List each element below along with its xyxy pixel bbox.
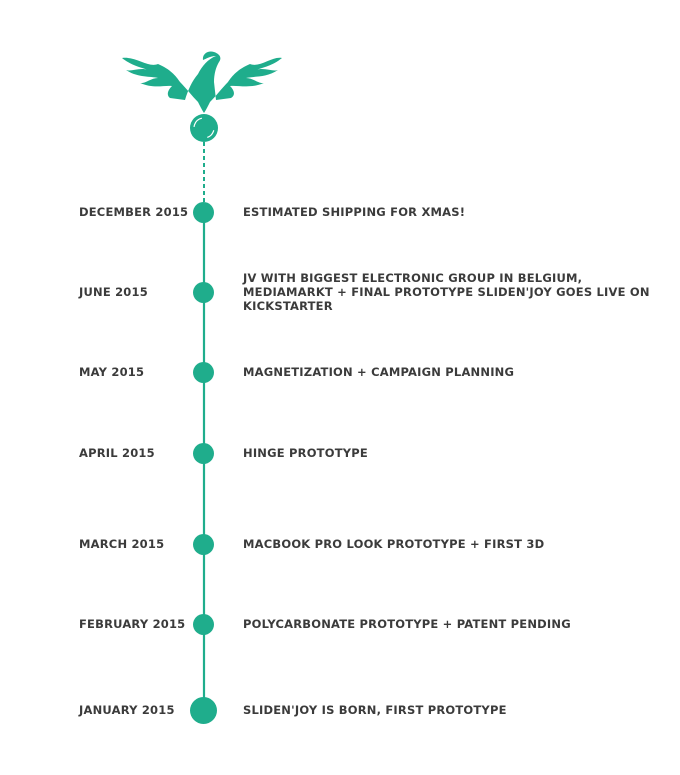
event-date: February 2015 [79, 617, 186, 631]
timeline-event-february-2015: February 2015 Polycarbonate prototype + … [0, 604, 680, 644]
timeline-event-april-2015: April 2015 Hinge prototype [0, 433, 680, 473]
phoenix-bird-icon [122, 51, 282, 142]
event-description: Magnetization + Campaign planning [243, 365, 515, 379]
timeline-event-march-2015: March 2015 MacBook Pro look prototype + … [0, 524, 680, 564]
event-date: April 2015 [79, 446, 155, 460]
timeline-node [193, 361, 214, 383]
timeline-node [193, 201, 214, 223]
event-description: JV with biggest electronic group in Belg… [243, 271, 650, 313]
timeline-node [193, 281, 214, 303]
event-date: January 2015 [79, 703, 175, 717]
event-description: Sliden'Joy is born, first prototype [243, 703, 507, 717]
event-date: December 2015 [79, 205, 189, 219]
event-description: Polycarbonate prototype + Patent pending [243, 617, 571, 631]
timeline-event-june-2015: June 2015 JV with biggest electronic gro… [0, 271, 680, 313]
event-date: March 2015 [79, 537, 165, 551]
event-description: MacBook Pro look prototype + first 3D [243, 537, 545, 551]
timeline-node [193, 533, 214, 555]
event-description: Hinge prototype [243, 446, 368, 460]
timeline-event-december-2015: December 2015 Estimated shipping for Xma… [0, 192, 680, 232]
timeline-event-may-2015: May 2015 Magnetization + Campaign planni… [0, 352, 680, 392]
timeline-event-january-2015: January 2015 Sliden'Joy is born, first p… [0, 690, 680, 730]
timeline-origin-node [190, 696, 217, 724]
event-date: May 2015 [79, 365, 145, 379]
event-description: Estimated shipping for Xmas! [243, 205, 466, 219]
timeline-node [193, 613, 214, 635]
timeline-node [193, 442, 214, 464]
event-date: June 2015 [79, 285, 148, 299]
